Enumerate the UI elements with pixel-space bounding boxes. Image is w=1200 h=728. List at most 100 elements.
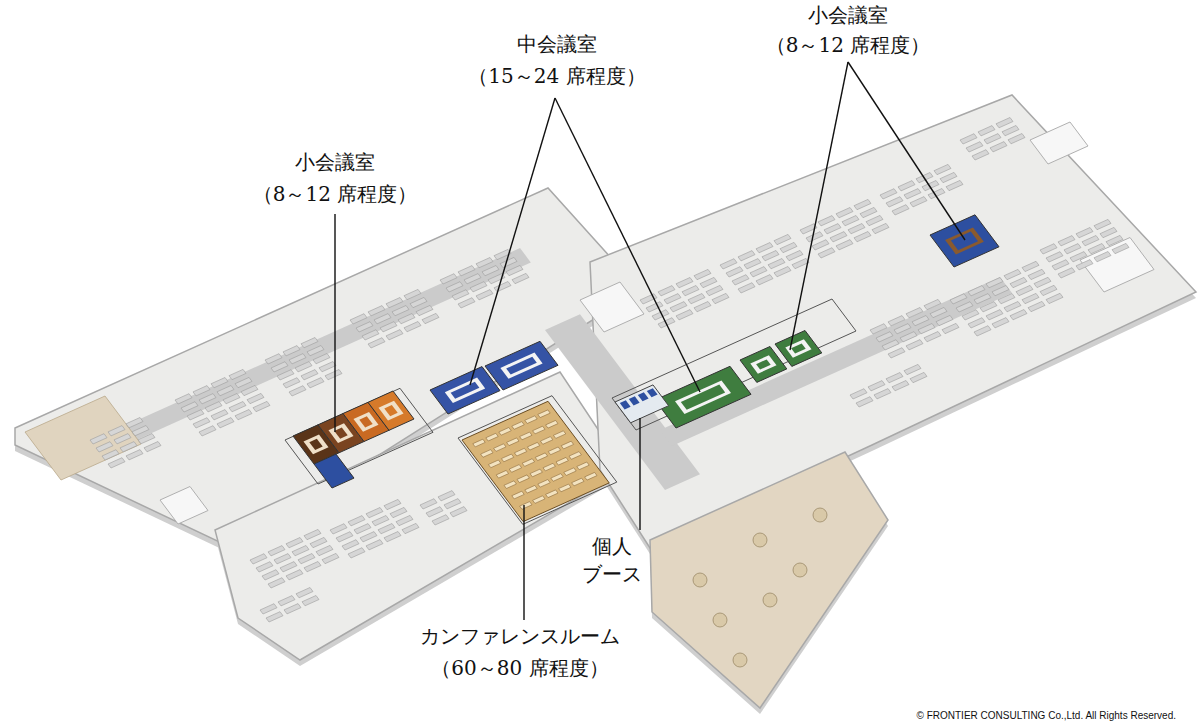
desk <box>446 282 463 292</box>
lounge-table <box>733 653 747 667</box>
leader-line <box>848 62 965 240</box>
desk <box>402 523 419 533</box>
desk <box>676 278 693 288</box>
conference-desk <box>577 462 589 470</box>
glass-wall <box>285 388 433 484</box>
desk <box>286 538 303 548</box>
desk <box>720 259 737 269</box>
desk <box>277 370 294 380</box>
desk <box>235 377 252 387</box>
desk <box>750 267 767 277</box>
desk <box>1046 252 1063 262</box>
desk <box>450 507 467 517</box>
desk <box>984 134 1001 144</box>
desk <box>1034 277 1051 287</box>
desk <box>313 354 330 364</box>
leader-line <box>523 505 524 620</box>
glass-wall <box>458 396 617 525</box>
desk <box>1040 244 1057 254</box>
desk <box>986 278 1003 288</box>
meeting-room <box>740 347 787 383</box>
conference-desk <box>535 453 547 461</box>
desk <box>1004 269 1021 279</box>
desk <box>304 562 321 572</box>
desk <box>900 332 917 342</box>
rooms-and-furniture <box>25 118 1154 668</box>
desk <box>1088 244 1105 254</box>
desk <box>990 142 1007 152</box>
desk <box>301 370 318 380</box>
conference-desk <box>525 416 537 424</box>
desk <box>458 266 475 276</box>
desk <box>126 418 143 428</box>
conference-desk <box>540 437 552 445</box>
desk <box>319 362 336 372</box>
booth-label: ブース <box>580 562 644 587</box>
room-label: 小会議室 <box>806 3 890 28</box>
desk <box>470 282 487 292</box>
desk <box>193 418 210 428</box>
meeting-table <box>445 378 485 403</box>
desk <box>934 164 951 174</box>
desk <box>824 224 841 234</box>
desk <box>256 562 273 572</box>
conference-desk <box>504 481 516 489</box>
conference-desk <box>517 475 529 483</box>
desk <box>296 588 313 598</box>
conference-desk <box>561 441 573 449</box>
desk <box>1004 302 1021 312</box>
conference-desk <box>543 463 555 471</box>
desk <box>250 554 267 564</box>
meeting-table <box>945 227 984 254</box>
desk <box>262 570 279 580</box>
office-room <box>1030 122 1088 164</box>
lounge-table <box>753 533 767 547</box>
desk <box>1008 134 1025 144</box>
desk <box>1028 301 1045 311</box>
meeting-table-inner <box>506 357 537 375</box>
meeting-room <box>930 215 999 267</box>
desk <box>506 265 523 275</box>
desk <box>980 302 997 312</box>
meeting-table-inner <box>334 428 347 439</box>
desk <box>940 172 957 182</box>
individual-booth <box>615 385 669 423</box>
desk <box>1022 261 1039 271</box>
desk <box>888 316 905 326</box>
capacity-label: （8～12 席程度） <box>251 182 420 207</box>
desk <box>132 426 149 436</box>
desk <box>1076 260 1093 270</box>
conference-desk <box>488 460 500 468</box>
conference-desk <box>533 496 545 504</box>
meeting-table <box>354 412 379 432</box>
desk <box>756 243 773 253</box>
desk <box>762 251 779 261</box>
desk <box>278 596 295 606</box>
conference-room <box>462 401 609 521</box>
leader-line <box>470 98 555 385</box>
desk <box>904 189 921 199</box>
desk <box>1094 219 1111 229</box>
meeting-table <box>750 355 776 374</box>
desk <box>217 418 234 428</box>
desk <box>289 386 306 396</box>
desk <box>444 499 461 509</box>
lounge-table <box>713 613 727 627</box>
desk <box>1112 243 1129 253</box>
desk <box>986 310 1003 320</box>
desk <box>280 562 297 572</box>
desk <box>386 330 403 340</box>
desk <box>924 299 941 309</box>
desk <box>886 373 903 383</box>
lower-block <box>215 372 625 660</box>
meeting-table-inner <box>951 232 978 251</box>
desk <box>962 310 979 320</box>
desk <box>366 540 383 550</box>
desk <box>438 491 455 501</box>
office-room <box>160 487 208 525</box>
desk <box>812 240 829 250</box>
desk <box>271 362 288 372</box>
desk <box>199 426 216 436</box>
desk <box>972 150 989 160</box>
desk <box>283 346 300 356</box>
